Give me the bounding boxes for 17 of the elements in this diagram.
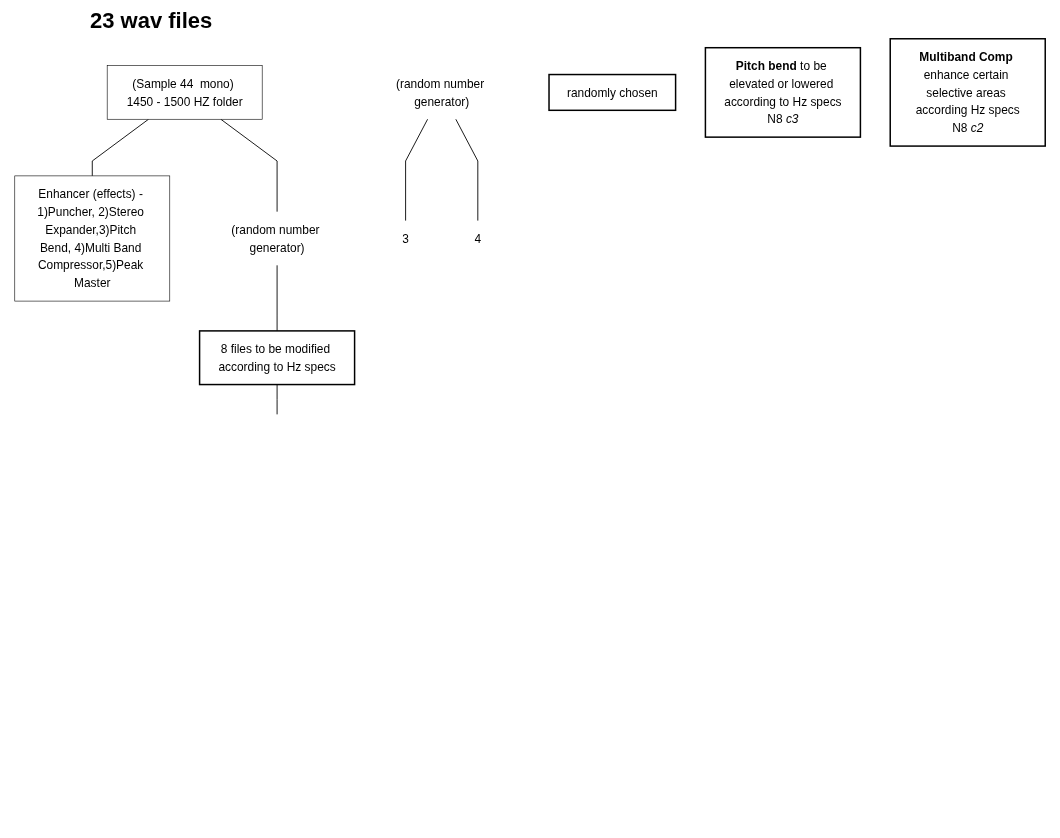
node-box: Pitch bend to be elevated or lowered according to Hz specs N8 c3 bbox=[704, 46, 862, 138]
connector bbox=[91, 118, 149, 177]
node-box: 8 files to be modified according to Hz specs bbox=[198, 330, 356, 386]
connector bbox=[276, 384, 278, 415]
connector bbox=[405, 118, 429, 222]
connector bbox=[455, 118, 479, 222]
node-text: (random number generator) bbox=[395, 76, 485, 108]
connector bbox=[276, 264, 278, 332]
node-box: Multiband Comp enhance certain selective areas according Hz specs N8 c2 bbox=[889, 38, 1046, 147]
node-box: (Sample 44 mono) 1450 - 1500 HZ folder bbox=[106, 65, 263, 120]
node-text: (random number generator) bbox=[231, 222, 320, 254]
node-text: 3 bbox=[402, 231, 409, 246]
node-box: Enhancer (effects) - 1)Puncher, 2)Stereo Expander,3)Pitch Bend, 4)Multi Band Compressor,5)Peak Master bbox=[14, 175, 171, 302]
node-box: randomly chosen bbox=[548, 73, 677, 112]
diagram-title: 23 wav files bbox=[90, 8, 214, 34]
node-text: 4 bbox=[474, 231, 482, 246]
connector bbox=[220, 118, 278, 213]
